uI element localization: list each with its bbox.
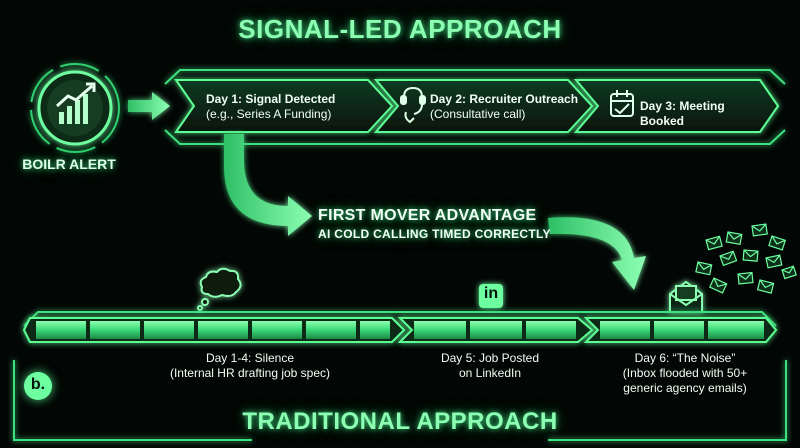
traditional-title: TRADITIONAL APPROACH — [242, 408, 558, 435]
first-mover-arrow — [224, 134, 312, 236]
calendar-check-icon — [610, 90, 634, 117]
inbox-arrow — [548, 217, 646, 290]
linkedin-icon — [479, 284, 503, 308]
envelope-icon — [669, 280, 703, 313]
trad-3-line3: generic agency emails) — [623, 381, 747, 395]
first-mover-subtitle: AI COLD CALLING TIMED CORRECTLY — [318, 227, 551, 241]
signal-step-3: Day 3: Meeting Booked — [640, 99, 770, 129]
first-mover-callout: FIRST MOVER ADVANTAGE AI COLD CALLING TI… — [318, 207, 551, 241]
signal-chevrons — [174, 79, 780, 133]
boilr-alert-icon — [30, 63, 120, 153]
alert-arrow — [128, 92, 170, 120]
trad-3-line2: (Inbox flooded with 50+ — [622, 366, 748, 380]
traditional-step-1: Day 1-4: Silence (Internal HR drafting j… — [130, 351, 370, 381]
step-1-subtitle: (e.g., Series A Funding) — [206, 107, 332, 121]
step-1-title: Day 1: Signal Detected — [206, 92, 336, 106]
signal-step-2: Day 2: Recruiter Outreach (Consultative … — [430, 92, 580, 122]
signal-led-title: SIGNAL-LED APPROACH — [238, 14, 562, 44]
traditional-step-2: Day 5: Job Posted on LinkedIn — [410, 351, 570, 381]
step-2-title: Day 2: Recruiter Outreach — [430, 92, 579, 106]
traditional-step-3: Day 6: “The Noise” (Inbox flooded with 5… — [600, 351, 770, 396]
thought-cloud-icon — [197, 267, 242, 311]
envelope-swarm — [695, 223, 797, 294]
trad-1-line1: Day 1-4: Silence — [205, 351, 295, 365]
step-2-subtitle: (Consultative call) — [430, 107, 526, 121]
brand-logo: b. — [24, 372, 52, 400]
trad-2-line1: Day 5: Job Posted — [440, 351, 540, 365]
step-3-title: Day 3: Meeting Booked — [640, 99, 725, 128]
linkedin-text: in — [483, 285, 499, 302]
phone-headset-icon — [400, 86, 426, 124]
alert-label: BOILR ALERT — [22, 156, 116, 172]
top-frame — [164, 69, 786, 145]
first-mover-title: FIRST MOVER ADVANTAGE — [318, 207, 537, 224]
trad-1-line2: (Internal HR drafting job spec) — [169, 366, 331, 380]
trad-2-line2: on LinkedIn — [458, 366, 522, 380]
trad-3-line1: Day 6: “The Noise” — [634, 351, 736, 365]
bar-segments — [36, 321, 764, 339]
signal-step-1: Day 1: Signal Detected (e.g., Series A F… — [206, 92, 366, 122]
